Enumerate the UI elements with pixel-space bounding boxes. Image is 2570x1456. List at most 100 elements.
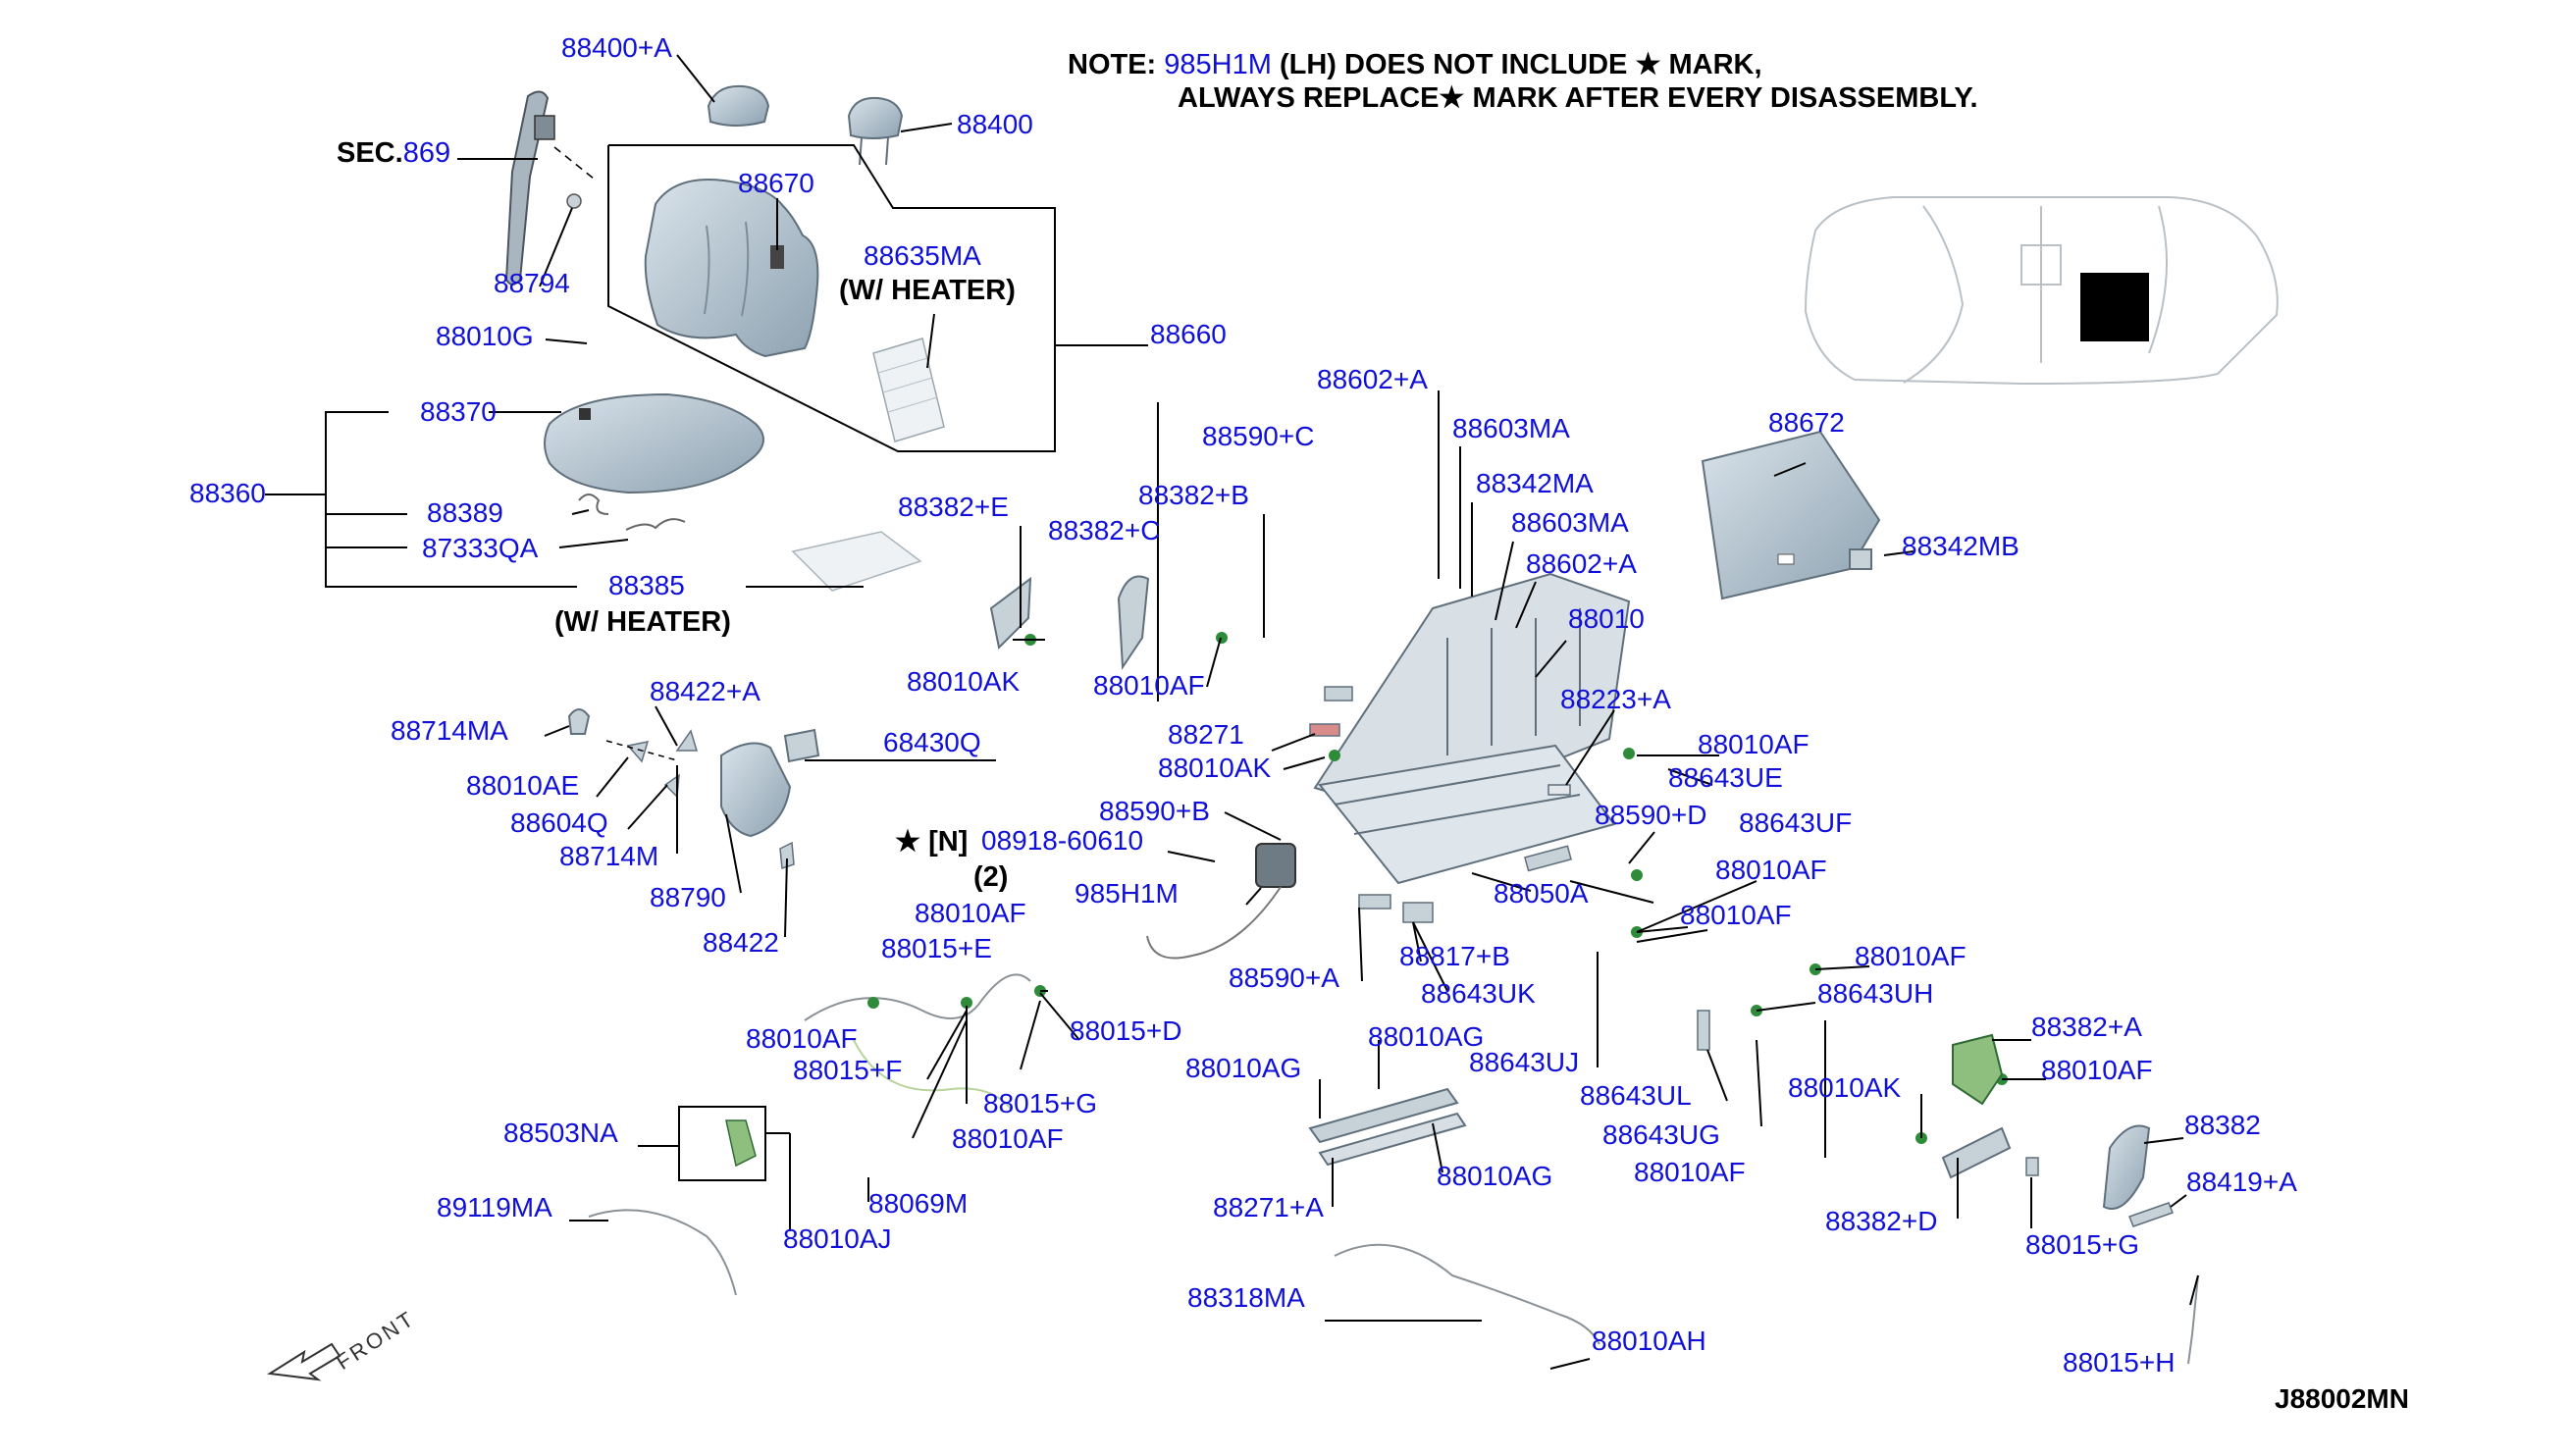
part-label-88714M[interactable]: 88714M	[559, 841, 659, 871]
part-label-88382E[interactable]: 88382+E	[898, 492, 1009, 522]
highlight-location-marker	[2080, 273, 2149, 341]
star-note-mark: ★ [N]	[895, 826, 968, 858]
note-line1-rest: (LH) DOES NOT INCLUDE ★ MARK,	[1279, 49, 1762, 80]
part-label-88015D[interactable]: 88015+D	[1070, 1015, 1182, 1046]
part-label-88400A[interactable]: 88400+A	[561, 32, 672, 63]
part-label-88790[interactable]: 88790	[650, 882, 726, 912]
part-label-88602A-top[interactable]: 88602+A	[1317, 364, 1428, 394]
part-label-88010AG-top[interactable]: 88010AG	[1368, 1021, 1485, 1052]
part-label-88010AG-left[interactable]: 88010AG	[1185, 1053, 1302, 1083]
part-label-88382D[interactable]: 88382+D	[1825, 1206, 1938, 1236]
part-label-88382B[interactable]: 88382+B	[1138, 480, 1249, 510]
part-label-88422[interactable]: 88422	[703, 927, 779, 958]
part-label-88010[interactable]: 88010	[1568, 603, 1645, 634]
harness-drawing	[588, 973, 2199, 1365]
part-label-88010AF-a[interactable]: 88010AF	[1093, 670, 1205, 701]
part-label-88817B[interactable]: 88817+B	[1399, 941, 1510, 971]
part-label-985H1M[interactable]: 985H1M	[1075, 878, 1179, 909]
part-label-88069M[interactable]: 88069M	[868, 1188, 969, 1219]
part-label-88050A[interactable]: 88050A	[1494, 878, 1589, 909]
part-label-88643UG[interactable]: 88643UG	[1602, 1119, 1720, 1150]
part-label-89119MA[interactable]: 89119MA	[437, 1192, 552, 1222]
note-prefix: NOTE:	[1068, 49, 1157, 80]
part-label-88422A[interactable]: 88422+A	[650, 676, 761, 706]
part-label-88010AF-g[interactable]: 88010AF	[746, 1023, 858, 1054]
part-label-88318MA[interactable]: 88318MA	[1187, 1282, 1305, 1313]
part-label-88010AF-f[interactable]: 88010AF	[1855, 941, 1967, 971]
part-label-88010AK-right[interactable]: 88010AK	[1788, 1072, 1902, 1103]
part-label-88015G-left[interactable]: 88015+G	[983, 1088, 1097, 1118]
part-label-88010AF-j[interactable]: 88010AF	[1634, 1157, 1746, 1187]
part-label-88643UE[interactable]: 88643UE	[1668, 762, 1783, 793]
part-label-88010AE[interactable]: 88010AE	[466, 770, 580, 801]
part-label-88382C[interactable]: 88382+C	[1048, 515, 1161, 546]
part-label-88382A[interactable]: 88382+A	[2031, 1012, 2142, 1042]
part-label-88590C[interactable]: 88590+C	[1202, 421, 1315, 451]
part-label-88342MB[interactable]: 88342MB	[1902, 531, 2019, 561]
part-label-88400[interactable]: 88400	[957, 109, 1033, 139]
part-label-88010AG-right[interactable]: 88010AG	[1437, 1161, 1553, 1191]
part-label-88643UF[interactable]: 88643UF	[1739, 807, 1853, 838]
part-label-88342MA[interactable]: 88342MA	[1476, 468, 1594, 498]
part-label-88010AF-i[interactable]: 88010AF	[952, 1123, 1064, 1154]
part-label-88643UJ[interactable]: 88643UJ	[1469, 1047, 1580, 1077]
part-label-88010AF-h[interactable]: 88010AF	[2041, 1055, 2153, 1085]
part-label-88010AK-mid[interactable]: 88010AK	[1158, 753, 1272, 783]
diagram-id: J88002MN	[2275, 1383, 2409, 1414]
part-label-88603MA-mid[interactable]: 88603MA	[1511, 507, 1629, 538]
part-label-88643UL[interactable]: 88643UL	[1580, 1080, 1692, 1111]
part-label-88670[interactable]: 88670	[738, 168, 814, 198]
part-label-88010AH[interactable]: 88010AH	[1592, 1326, 1706, 1356]
part-label-88660[interactable]: 88660	[1150, 319, 1227, 349]
part-label-88590A[interactable]: 88590+A	[1229, 962, 1339, 993]
seat-frame-88010-drawing	[1313, 572, 1631, 885]
part-label-87333QA[interactable]: 87333QA	[422, 533, 539, 563]
part-label-88382[interactable]: 88382	[2184, 1110, 2261, 1140]
part-label-88643UH[interactable]: 88643UH	[1817, 978, 1934, 1009]
part-label-88370[interactable]: 88370	[420, 396, 497, 427]
part-label-88603MA-top[interactable]: 88603MA	[1452, 413, 1570, 443]
part-label-88602A-mid[interactable]: 88602+A	[1526, 548, 1637, 579]
heater-88385-drawing	[791, 531, 922, 592]
part-label-88010AF-b[interactable]: 88010AF	[1698, 729, 1809, 759]
part-87333QA-drawing	[625, 518, 686, 531]
part-label-88010G[interactable]: 88010G	[436, 321, 534, 351]
heater-qualifier-lower: (W/ HEATER)	[554, 606, 731, 638]
part-label-88672[interactable]: 88672	[1768, 407, 1845, 438]
note-part-code[interactable]: 985H1M	[1164, 49, 1272, 80]
part-label-88015G-right[interactable]: 88015+G	[2025, 1229, 2139, 1260]
part-88389-drawing	[578, 494, 609, 515]
part-label-88010AK-left[interactable]: 88010AK	[907, 666, 1021, 697]
part-label-88503NA[interactable]: 88503NA	[503, 1118, 618, 1148]
part-label-88590B[interactable]: 88590+B	[1099, 796, 1210, 826]
headrest-88400-drawing	[847, 96, 904, 166]
part-label-88015E[interactable]: 88015+E	[881, 933, 992, 963]
part-label-88419A[interactable]: 88419+A	[2186, 1167, 2297, 1197]
part-label-88714MA[interactable]: 88714MA	[391, 715, 508, 746]
section-prefix: SEC.	[337, 137, 403, 169]
heater-qualifier-upper: (W/ HEATER)	[839, 275, 1016, 306]
part-label-88010AF-c[interactable]: 88010AF	[1715, 855, 1827, 885]
part-label-88635MA[interactable]: 88635MA	[864, 240, 981, 271]
part-label-88015F[interactable]: 88015+F	[793, 1055, 903, 1085]
part-label-88794[interactable]: 88794	[494, 268, 570, 298]
part-label-88604Q[interactable]: 88604Q	[510, 807, 608, 838]
part-label-68430Q[interactable]: 68430Q	[883, 727, 981, 757]
part-label-88015H[interactable]: 88015+H	[2063, 1347, 2176, 1378]
part-label-88385[interactable]: 88385	[608, 570, 685, 600]
part-label-88010AF-e[interactable]: 88010AF	[1680, 900, 1792, 930]
section-reference[interactable]: SEC.869	[337, 137, 450, 170]
part-label-88271[interactable]: 88271	[1168, 719, 1244, 750]
part-label-88590D[interactable]: 88590+D	[1595, 800, 1707, 830]
part-label-88223A[interactable]: 88223+A	[1560, 684, 1671, 714]
part-label-88389[interactable]: 88389	[427, 497, 503, 528]
part-label-88010AJ[interactable]: 88010AJ	[783, 1223, 892, 1254]
star-icon: ★	[895, 826, 920, 858]
heater-88635MA-drawing	[872, 338, 945, 442]
part-label-08918-60610[interactable]: 08918-60610	[981, 825, 1144, 856]
part-label-88360[interactable]: 88360	[189, 478, 266, 508]
part-label-88010AF-d[interactable]: 88010AF	[915, 898, 1026, 928]
part-label-88271A[interactable]: 88271+A	[1213, 1192, 1324, 1222]
part-label-88643UK[interactable]: 88643UK	[1421, 978, 1536, 1009]
